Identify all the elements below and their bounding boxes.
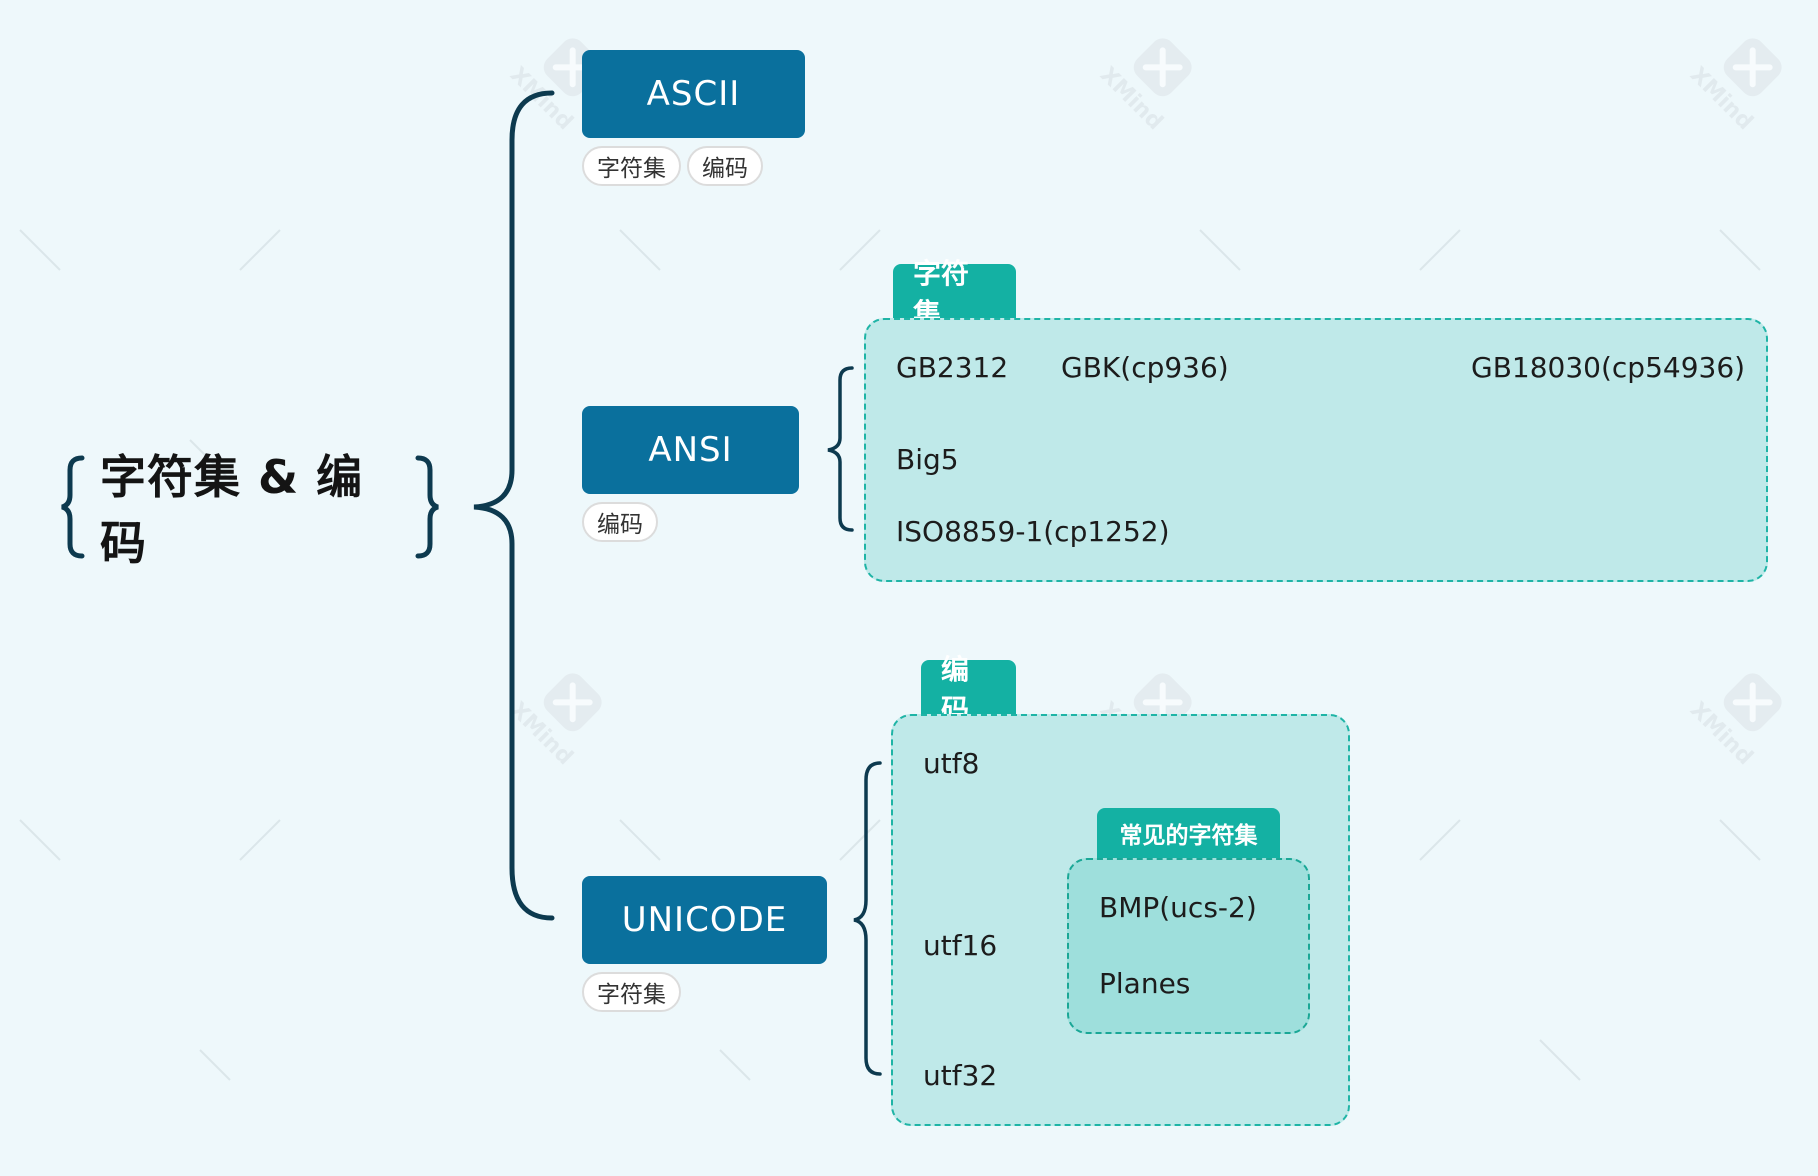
leaf-gbk[interactable]: GBK(cp936) bbox=[1061, 351, 1229, 384]
leaf-utf8[interactable]: utf8 bbox=[923, 747, 980, 780]
leaf-bmp-ucs2[interactable]: BMP(ucs-2) bbox=[1099, 891, 1257, 924]
leaf-planes[interactable]: Planes bbox=[1099, 967, 1191, 1000]
leaf-big5[interactable]: Big5 bbox=[896, 443, 959, 476]
tag-encoding[interactable]: 编码 bbox=[687, 146, 763, 186]
topic-ascii[interactable]: ASCII bbox=[582, 50, 805, 138]
watermark-xmind-logo-icon: XMind bbox=[1657, 642, 1813, 798]
tag-charset[interactable]: 字符集 bbox=[582, 146, 681, 186]
tag-encoding[interactable]: 编码 bbox=[582, 502, 658, 542]
unicode-boundary-title[interactable]: 编码 bbox=[921, 653, 1016, 726]
topic-unicode[interactable]: UNICODE bbox=[582, 876, 827, 964]
ansi-charset-boundary[interactable] bbox=[864, 318, 1768, 582]
tag-charset[interactable]: 字符集 bbox=[582, 972, 681, 1012]
leaf-gb18030[interactable]: GB18030(cp54936) bbox=[1471, 351, 1746, 384]
topic-ansi[interactable]: ANSI bbox=[582, 406, 799, 494]
leaf-gb2312[interactable]: GB2312 bbox=[896, 351, 1009, 384]
utf16-boundary-title[interactable]: 常见的字符集 bbox=[1097, 808, 1280, 858]
ansi-boundary-title[interactable]: 字符集 bbox=[893, 257, 1016, 330]
leaf-utf32[interactable]: utf32 bbox=[923, 1059, 998, 1092]
common-charset-boundary[interactable] bbox=[1067, 858, 1310, 1034]
watermark-xmind-logo-icon: XMind bbox=[1657, 7, 1813, 163]
watermark-xmind-logo-icon: XMind bbox=[1067, 7, 1223, 163]
root-topic[interactable]: 字符集 & 编码 bbox=[100, 450, 364, 570]
leaf-utf16[interactable]: utf16 bbox=[923, 929, 998, 962]
watermark-xmind-logo-icon: XMind bbox=[477, 642, 633, 798]
leaf-iso8859-1[interactable]: ISO8859-1(cp1252) bbox=[896, 515, 1170, 548]
